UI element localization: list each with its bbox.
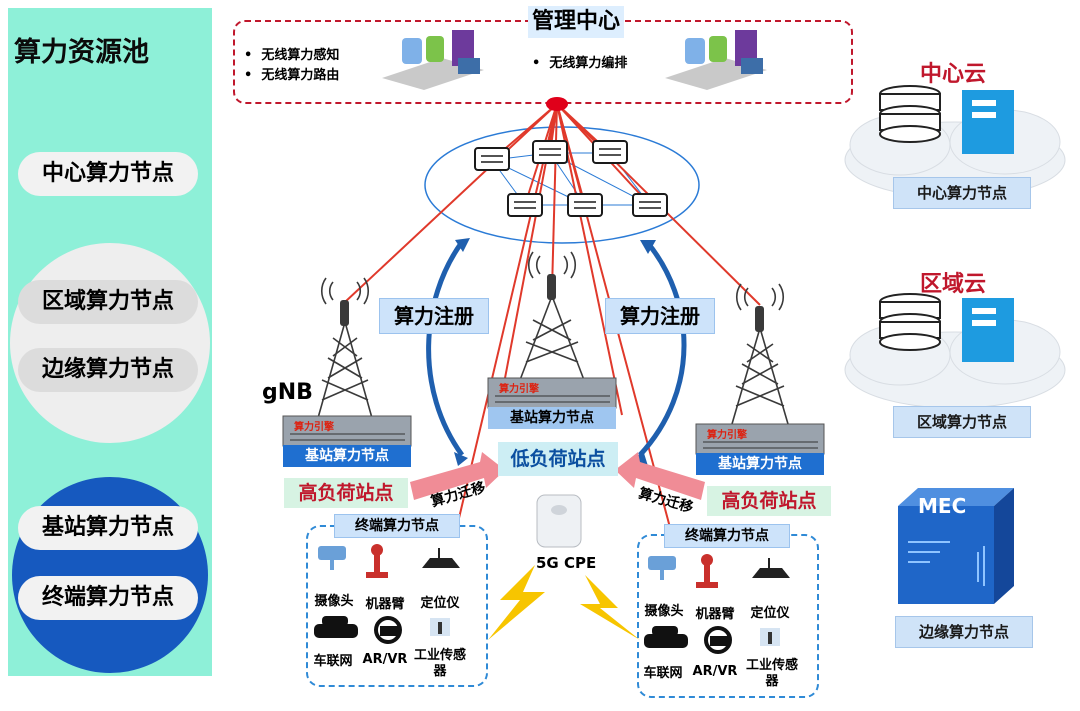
station-node-left: 基站算力节点 bbox=[283, 445, 411, 467]
car-icon bbox=[314, 616, 358, 638]
car-icon-2 bbox=[644, 626, 688, 648]
vr-headset-icon bbox=[374, 616, 402, 644]
locator-icon bbox=[422, 548, 460, 568]
low-load-label: 低负荷站点 bbox=[498, 442, 618, 476]
high-load-left: 高负荷站点 bbox=[284, 478, 408, 508]
camera-icon-2 bbox=[648, 556, 676, 580]
device-icons-left bbox=[314, 544, 460, 644]
device-label-vr-left: AR/VR bbox=[362, 652, 408, 667]
center-cloud-title: 中心云 bbox=[920, 62, 987, 87]
center-cloud-label: 中心算力节点 bbox=[893, 177, 1031, 209]
high-load-right: 高负荷站点 bbox=[707, 486, 831, 516]
server-icon-2 bbox=[962, 298, 1014, 362]
engine-label-left: 算力引擎 bbox=[294, 422, 334, 433]
mec-cube-icon bbox=[898, 488, 1014, 604]
node-station: 基站算力节点 bbox=[18, 506, 198, 550]
server-cluster-icon-2 bbox=[665, 30, 767, 90]
mec-label: 边缘算力节点 bbox=[895, 616, 1033, 648]
terminal-node-right: 终端算力节点 bbox=[664, 524, 790, 548]
register-label-left: 算力注册 bbox=[379, 298, 489, 334]
sensor-icon bbox=[430, 618, 450, 636]
gnb-label: gNB bbox=[262, 380, 313, 405]
database-icon bbox=[879, 85, 941, 143]
terminal-node-left: 终端算力节点 bbox=[334, 514, 460, 538]
device-label-vr-right: AR/VR bbox=[692, 664, 738, 679]
region-cloud-label: 区域算力节点 bbox=[893, 406, 1031, 438]
station-node-right: 基站算力节点 bbox=[696, 453, 824, 475]
sensor-icon-2 bbox=[760, 628, 780, 646]
server-icon bbox=[962, 90, 1014, 154]
station-node-center: 基站算力节点 bbox=[488, 407, 616, 429]
device-label-arm-left: 机器臂 bbox=[365, 597, 405, 612]
node-center: 中心算力节点 bbox=[18, 152, 198, 196]
node-region: 区域算力节点 bbox=[18, 280, 198, 324]
engine-label-center: 算力引擎 bbox=[499, 384, 539, 395]
device-label-locator-right: 定位仪 bbox=[750, 606, 790, 621]
vr-headset-icon-2 bbox=[704, 626, 732, 654]
device-label-car-left: 车联网 bbox=[313, 654, 353, 669]
device-label-locator-left: 定位仪 bbox=[420, 596, 460, 611]
robot-arm-icon bbox=[366, 544, 388, 578]
locator-icon-2 bbox=[752, 558, 790, 578]
device-label-camera-right: 摄像头 bbox=[644, 604, 684, 619]
management-title: 管理中心 bbox=[528, 6, 624, 38]
server-cluster-icon bbox=[382, 30, 484, 90]
region-cloud-title: 区域云 bbox=[920, 272, 987, 297]
mgmt-item-orchestrate: • 无线算力编排 bbox=[532, 56, 628, 71]
device-icons-right bbox=[644, 554, 790, 654]
database-icon-2 bbox=[879, 293, 941, 351]
device-label-car-right: 车联网 bbox=[643, 666, 683, 681]
device-label-sensor-left: 工业传感器 bbox=[414, 648, 467, 679]
device-label-camera-left: 摄像头 bbox=[314, 594, 354, 609]
cpe-label: 5G CPE bbox=[536, 554, 597, 572]
register-label-right: 算力注册 bbox=[605, 298, 715, 334]
robot-arm-icon-2 bbox=[696, 554, 718, 588]
device-label-arm-right: 机器臂 bbox=[695, 607, 735, 622]
engine-label-right: 算力引擎 bbox=[707, 430, 747, 441]
mec-title: MEC bbox=[918, 494, 967, 518]
resource-pool-title: 算力资源池 bbox=[14, 37, 149, 68]
camera-icon bbox=[318, 546, 346, 570]
node-edge: 边缘算力节点 bbox=[18, 348, 198, 392]
device-label-sensor-right: 工业传感器 bbox=[746, 658, 799, 689]
mgmt-item-sense: • 无线算力感知 bbox=[244, 48, 340, 63]
mgmt-item-route: • 无线算力路由 bbox=[244, 68, 340, 83]
node-terminal: 终端算力节点 bbox=[18, 576, 198, 620]
